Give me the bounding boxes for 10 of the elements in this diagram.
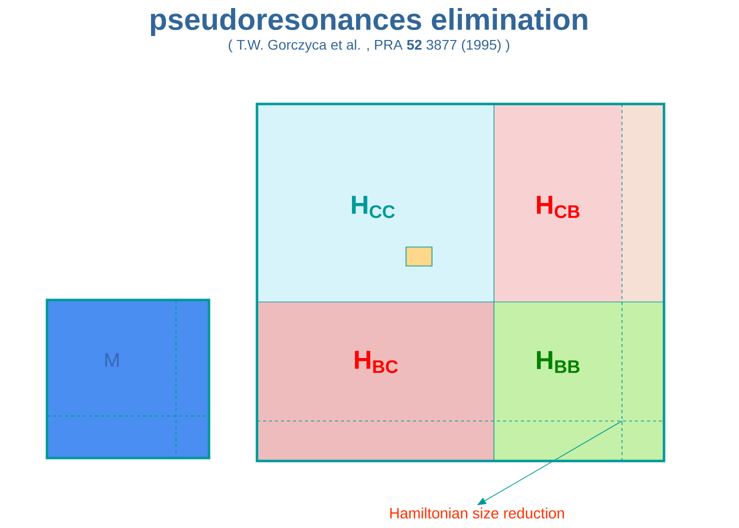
matrix-block: H$_{CC}$ xyxy=(256,104,494,302)
title: pseudoresonances elimination xyxy=(150,8,588,36)
matrix-box xyxy=(256,102,666,462)
small-box xyxy=(406,246,432,266)
matrix-block: H$_{BC}$ xyxy=(256,302,494,462)
matrix-box: M xyxy=(46,298,210,460)
subtitle: ( T.W. Gorczyca et al. , PRA 52 3877 (1995) ) xyxy=(228,39,510,53)
matrix-block: H$_{CB}$ xyxy=(494,104,664,302)
note-text: Hamiltonian size reduction xyxy=(390,508,564,518)
matrix-block: H$_{BB}$ xyxy=(494,302,664,462)
